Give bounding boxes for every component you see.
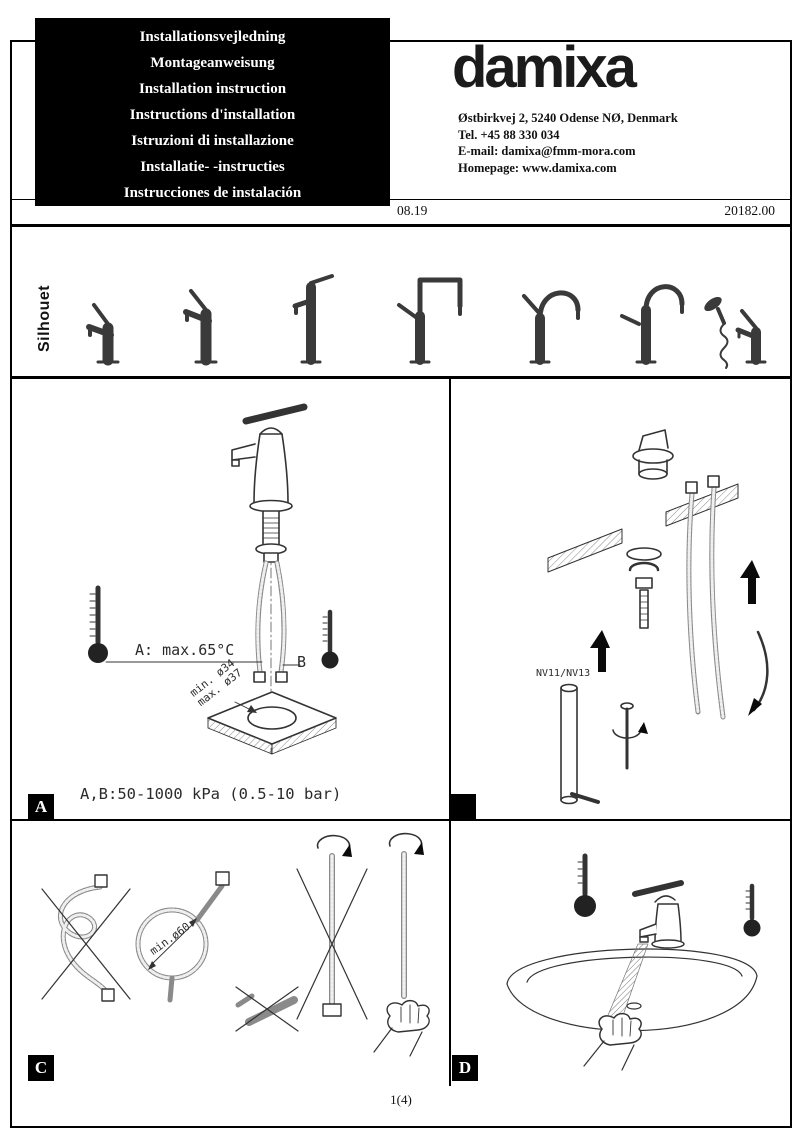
hose-twist-prohibited (296, 834, 368, 1020)
phone-line: Tel. +45 88 330 034 (458, 127, 560, 142)
panel-a-drawing (88, 403, 339, 755)
lang-line: Istruzioni di installazione (131, 133, 294, 149)
page-number: 1(4) (390, 1092, 412, 1107)
lang-line: Instructions d'installation (129, 107, 296, 123)
hand-icon (583, 1012, 642, 1071)
hand-icon (373, 999, 430, 1057)
wrench-size-note: NV11/NV13 (536, 668, 591, 679)
divider-thick-mid (10, 376, 792, 379)
faucet-drawing (632, 880, 685, 949)
lang-line: Installationsvejledning (139, 29, 286, 45)
thermometer-hot-icon (574, 853, 596, 917)
header-rule (10, 199, 792, 200)
thermometer-b-icon (321, 609, 339, 669)
pressure-note: A,B:50-1000 kPa (0.5-10 bar) (80, 785, 342, 803)
divider-thick-top (10, 224, 792, 227)
panel-b-drawing (547, 429, 769, 805)
spindle-tool (612, 702, 648, 770)
fixing-hardware (626, 547, 662, 629)
silhouette-kitchen-mixer-square-arch (397, 277, 463, 365)
faucet-base-drawing (632, 429, 674, 480)
thermometer-cold-icon (743, 883, 761, 937)
silhouette-basin-mixer-medium (183, 289, 218, 366)
push-up-arrow (590, 630, 610, 672)
homepage-line: Homepage: www.damixa.com (458, 160, 617, 175)
rotate-arrow (748, 630, 769, 716)
push-up-arrow (740, 560, 760, 604)
page-border (10, 40, 792, 1128)
dimension-arrowhead (247, 705, 257, 713)
lang-line: Montageanweisung (150, 55, 275, 71)
silhouette-basin-mixer-small (86, 303, 120, 366)
water-stream (605, 943, 649, 1025)
point-b-note: B (297, 653, 307, 671)
address-line: Østbirkvej 2, 5240 Odense NØ, Denmark (458, 111, 678, 125)
company-address: Østbirkvej 2, 5240 Odense NØ, Denmark Te… (458, 110, 678, 176)
temp-limit-note: A: max.65°C (135, 641, 235, 659)
thermometer-a-icon (88, 585, 108, 663)
email-line: E-mail: damixa@fmm-mora.com (458, 144, 636, 158)
hose-kinked-prohibited (41, 874, 131, 1002)
panel-a-label: A (28, 794, 54, 820)
brand-logo: damixa (452, 35, 637, 100)
lang-line: Installation instruction (138, 81, 287, 97)
panel-d-drawing (506, 853, 761, 1071)
socket-wrench-tool (560, 683, 600, 805)
supply-hoses (685, 475, 726, 720)
silhouette-mixer-with-hand-shower (704, 296, 767, 369)
panel-d-label: D (452, 1055, 478, 1081)
silhouette-basin-mixer-tall (292, 274, 334, 365)
mounting-surface (207, 691, 337, 755)
product-silhouettes (86, 274, 767, 369)
silhouette-mixer-round-arch-side-lever (620, 284, 685, 365)
divider-vertical (449, 376, 451, 1086)
language-box: Installationsvejledning Montageanweisung… (35, 18, 390, 206)
silhouette-mixer-round-arch-top-lever (522, 290, 581, 365)
revision-date: 08.19 (397, 203, 428, 218)
lang-line: Installatie- -instructies (140, 159, 285, 175)
panel-c-drawing (41, 832, 430, 1057)
hose-bend-radius (135, 871, 230, 1003)
supply-hoses (253, 560, 288, 683)
wrench-prohibited (235, 986, 299, 1032)
lang-line: Instrucciones de instalación (123, 185, 302, 201)
panel-c-label: C (28, 1055, 54, 1081)
series-name: Silhouet (36, 284, 53, 352)
hand-tighten (373, 832, 430, 1057)
divider-horizontal (10, 819, 792, 821)
panel-b-label (450, 794, 476, 820)
faucet-drawing (231, 403, 308, 563)
document-number: 20182.00 (724, 203, 775, 218)
